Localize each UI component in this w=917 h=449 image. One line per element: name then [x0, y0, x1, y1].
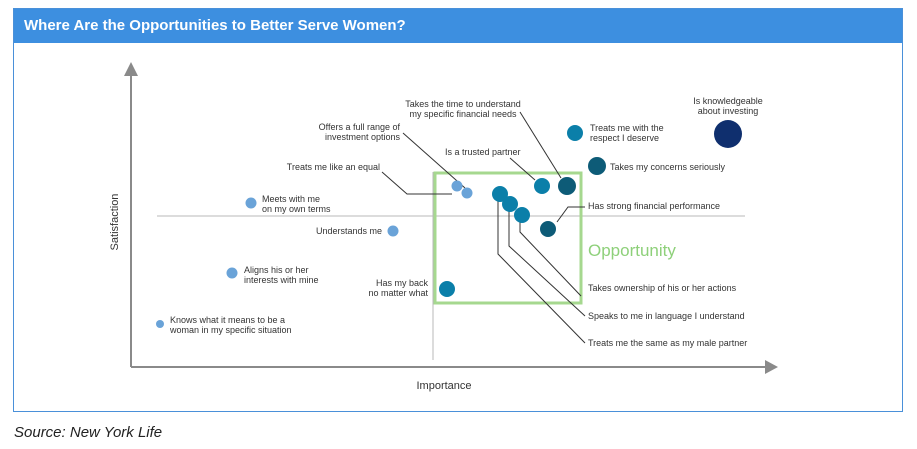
data-point	[461, 187, 473, 199]
data-point	[245, 197, 257, 209]
data-point-label: Treats me the same as my male partner	[588, 338, 747, 348]
data-point	[451, 180, 463, 192]
data-point	[534, 178, 550, 194]
opportunity-region	[433, 171, 583, 305]
data-point	[492, 186, 508, 202]
x-axis-label: Importance	[416, 380, 471, 392]
leader-line	[497, 198, 586, 344]
data-point	[387, 225, 399, 237]
data-point	[439, 281, 455, 297]
data-point	[558, 177, 576, 195]
data-point	[502, 196, 518, 212]
data-point	[714, 120, 742, 148]
leader-line	[508, 210, 586, 317]
data-point	[514, 207, 530, 223]
opportunity-label: Opportunity	[588, 241, 676, 260]
data-point-label: Has strong financial performance	[588, 201, 720, 211]
data-point-label: Speaks to me in language I understand	[588, 311, 745, 321]
data-point-label: Treats me like an equal	[287, 162, 380, 172]
data-point-label: Takes ownership of his or her actions	[588, 283, 737, 293]
data-point-label: Takes my concerns seriously	[610, 162, 726, 172]
data-point-label: Is a trusted partner	[445, 147, 521, 157]
source-caption: Source: New York Life	[14, 424, 163, 441]
leader-line	[519, 111, 562, 179]
leader-line	[402, 132, 466, 189]
data-point	[156, 320, 164, 328]
data-point	[567, 125, 583, 141]
data-point	[226, 267, 238, 279]
y-axis-arrow-icon	[124, 62, 138, 76]
data-point	[540, 221, 556, 237]
y-axis-label: Satisfaction	[109, 194, 121, 251]
data-point	[588, 157, 606, 175]
leader-line	[556, 206, 585, 223]
data-point-label: Understands me	[316, 226, 382, 236]
leader-line	[381, 171, 452, 195]
chart-title: Where Are the Opportunities to Better Se…	[14, 9, 902, 43]
chart-frame: Where Are the Opportunities to Better Se…	[13, 8, 903, 412]
x-axis-arrow-icon	[765, 360, 778, 374]
leader-line	[519, 222, 582, 297]
leader-line	[509, 157, 536, 181]
